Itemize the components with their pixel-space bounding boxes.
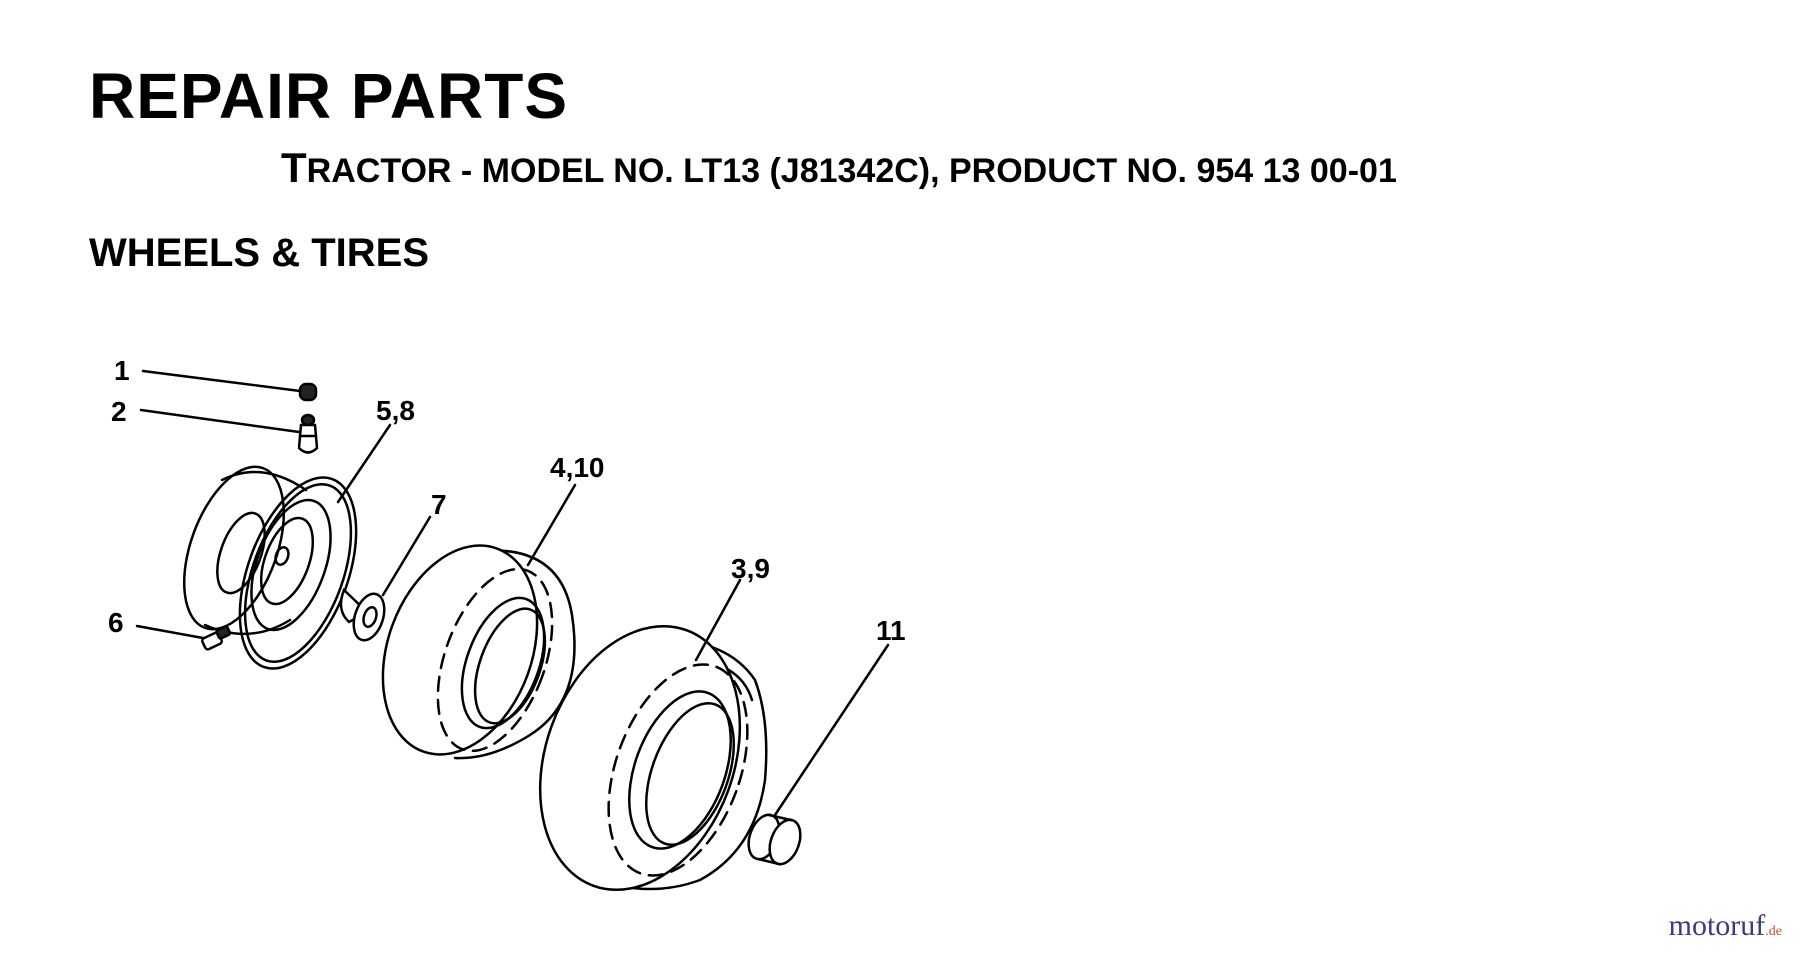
leader-line-11 xyxy=(773,643,890,817)
rear-tire-part xyxy=(538,624,768,892)
leader-line-4-10 xyxy=(526,483,577,567)
watermark-logo: motoruf.de xyxy=(1669,911,1782,941)
callout-7: 7 xyxy=(431,489,447,520)
bushing-part xyxy=(339,587,386,642)
leader-line-2 xyxy=(139,408,301,434)
callout-3-9: 3,9 xyxy=(731,553,770,584)
leader-line-7 xyxy=(381,515,432,597)
callout-5-8: 5,8 xyxy=(376,395,415,426)
callout-1: 1 xyxy=(114,355,130,386)
callout-2: 2 xyxy=(111,396,127,427)
watermark-tld: .de xyxy=(1765,924,1782,939)
section-title: WHEELS & TIRES xyxy=(89,231,430,275)
valve-cap-part xyxy=(298,382,318,402)
front-tire-part xyxy=(381,544,576,760)
valve-stem-part xyxy=(297,413,319,454)
leader-line-3-9 xyxy=(694,578,742,662)
leader-line-5-8 xyxy=(336,423,392,504)
model-subtitle: TRACTOR - MODEL NO. LT13 (J81342C), PROD… xyxy=(281,147,1397,189)
callout-11: 11 xyxy=(876,615,906,646)
lug-bolt-part xyxy=(201,625,232,651)
model-subtitle-initial: T xyxy=(281,144,307,191)
callout-4-10: 4,10 xyxy=(550,452,605,483)
watermark-name: motoruf xyxy=(1668,909,1766,942)
leader-line-6 xyxy=(135,624,205,640)
leader-line-1 xyxy=(141,369,302,393)
model-subtitle-rest: RACTOR - MODEL NO. LT13 (J81342C), PRODU… xyxy=(306,152,1397,190)
hub-cap-part xyxy=(747,813,802,866)
page-title: REPAIR PARTS xyxy=(89,60,568,132)
callout-6: 6 xyxy=(108,607,124,638)
